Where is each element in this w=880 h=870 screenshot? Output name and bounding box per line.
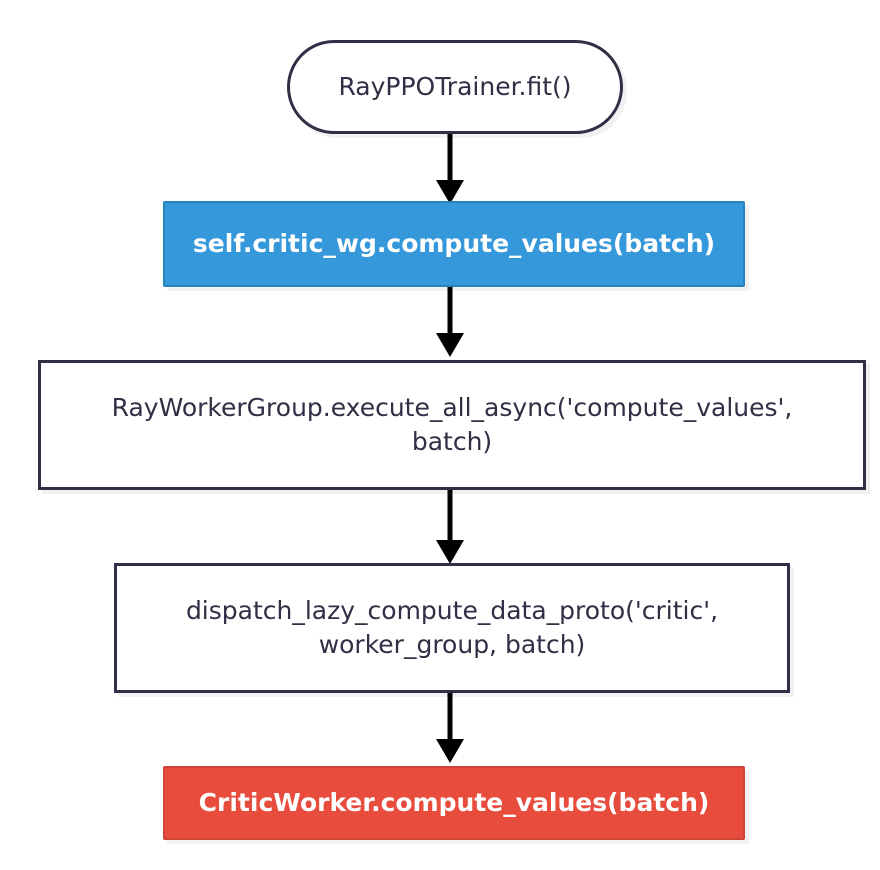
- node-rayworkergroup-execute-all-async[interactable]: RayWorkerGroup.execute_all_async('comput…: [38, 360, 866, 490]
- edge-n1-to-n2: [430, 134, 470, 206]
- arrow-down-icon: [436, 693, 464, 763]
- node-label: RayWorkerGroup.execute_all_async('comput…: [111, 393, 793, 456]
- node-raypportrainer-fit[interactable]: RayPPOTrainer.fit(): [287, 40, 623, 134]
- node-dispatch-lazy-compute-data-proto[interactable]: dispatch_lazy_compute_data_proto('critic…: [114, 563, 790, 693]
- arrow-down-icon: [436, 134, 464, 204]
- arrow-down-icon: [436, 287, 464, 357]
- arrow-down-icon: [436, 490, 464, 564]
- node-label: self.critic_wg.compute_values(batch): [192, 229, 716, 259]
- edge-n4-to-n5: [430, 693, 470, 765]
- edge-n3-to-n4: [430, 490, 470, 566]
- node-label: CriticWorker.compute_values(batch): [198, 788, 710, 818]
- node-label: RayPPOTrainer.fit(): [338, 72, 572, 102]
- edge-n2-to-n3: [430, 287, 470, 359]
- node-criticworker-compute-values[interactable]: CriticWorker.compute_values(batch): [163, 766, 745, 840]
- node-label: dispatch_lazy_compute_data_proto('critic…: [185, 596, 719, 659]
- node-self-critic-wg-compute-values[interactable]: self.critic_wg.compute_values(batch): [163, 201, 745, 287]
